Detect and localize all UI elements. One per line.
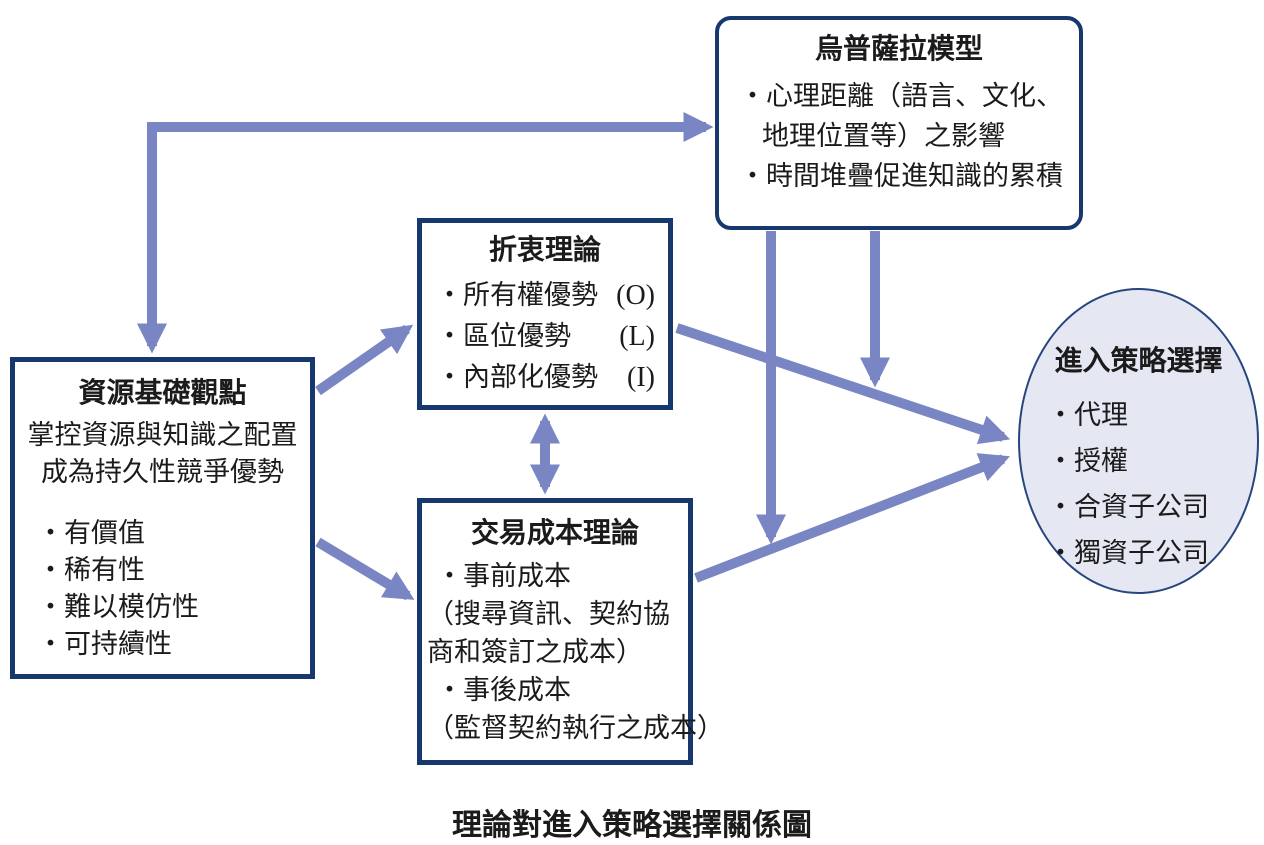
- entry-bullet-4: ・獨資子公司: [1047, 538, 1209, 568]
- arrow-rbv-uppsala-elbow: [137, 112, 714, 354]
- eclectic-item-row: ・所有權優勢 (O): [422, 275, 668, 316]
- entry-strategy-ellipse: 進入策略選擇 ・代理 ・授權 ・合資子公司 ・獨資子公司: [1018, 288, 1259, 594]
- eclectic-item-row: ・內部化優勢 (I): [422, 357, 668, 398]
- uppsala-line-2: 地理位置等）之影響: [762, 121, 1005, 151]
- tct-line-4: ・事後成本: [436, 675, 571, 705]
- eclectic-item-3-text: ・內部化優勢: [436, 362, 598, 392]
- eclectic-item-1-text: ・所有權優勢: [436, 280, 598, 310]
- eclectic-item-3-tag: (I): [627, 362, 655, 393]
- tct-line-2: （搜尋資訊、契約協: [427, 599, 670, 629]
- tct-line-5: （監督契約執行之成本）: [427, 713, 724, 743]
- rbv-bullet-1: ・有價值: [37, 518, 145, 548]
- rbv-title: 資源基礎觀點: [78, 377, 247, 408]
- rbv-bullet-3: ・難以模仿性: [37, 592, 199, 622]
- arrow-rbv-to-eclectic: [315, 324, 414, 396]
- transaction-cost-theory-box: 交易成本理論 ・事前成本 （搜尋資訊、契約協 商和簽訂之成本） ・事後成本 （監…: [417, 498, 724, 765]
- eclectic-item-2-tag: (L): [619, 321, 655, 352]
- uppsala-model-box: 烏普薩拉模型 ・心理距離（語言、文化、 地理位置等）之影響 ・時間堆疊促進知識的…: [715, 16, 1083, 230]
- eclectic-title: 折衷理論: [488, 234, 601, 265]
- rbv-bullet-4: ・可持續性: [37, 629, 172, 659]
- rbv-subtitle-1: 掌控資源與知識之配置: [27, 420, 298, 450]
- uppsala-line-3: ・時間堆疊促進知識的累積: [739, 161, 1063, 191]
- arrow-rbv-to-tct: [315, 537, 415, 601]
- diagram-caption: 理論對進入策略選擇關係圖: [452, 809, 812, 842]
- eclectic-item-2-text: ・區位優勢: [436, 321, 571, 351]
- uppsala-line-1: ・心理距離（語言、文化、: [739, 81, 1063, 111]
- rbv-bullet-2: ・稀有性: [37, 555, 145, 585]
- entry-bullet-2: ・授權: [1047, 446, 1128, 476]
- resource-based-view-box: 資源基礎觀點 掌控資源與知識之配置 成為持久性競爭優勢 ・有價值 ・稀有性 ・難…: [10, 357, 315, 679]
- tct-line-3: 商和簽訂之成本）: [427, 637, 643, 667]
- entry-bullet-1: ・代理: [1047, 400, 1128, 430]
- entry-bullet-3: ・合資子公司: [1047, 492, 1209, 522]
- arrow-tct-to-entry: [694, 453, 1010, 583]
- arrow-eclectic-to-entry: [675, 323, 1011, 445]
- tct-line-1: ・事前成本: [436, 561, 571, 591]
- uppsala-title: 烏普薩拉模型: [814, 33, 983, 64]
- eclectic-item-row: ・區位優勢 (L): [422, 316, 668, 357]
- eclectic-theory-box: 折衷理論 ・所有權優勢 (O) ・區位優勢 (L) ・內部化優勢 (I): [417, 218, 673, 410]
- rbv-subtitle-2: 成為持久性競爭優勢: [41, 457, 284, 487]
- entry-title: 進入策略選擇: [1054, 345, 1223, 376]
- tct-title: 交易成本理論: [470, 517, 639, 548]
- eclectic-item-1-tag: (O): [616, 280, 655, 311]
